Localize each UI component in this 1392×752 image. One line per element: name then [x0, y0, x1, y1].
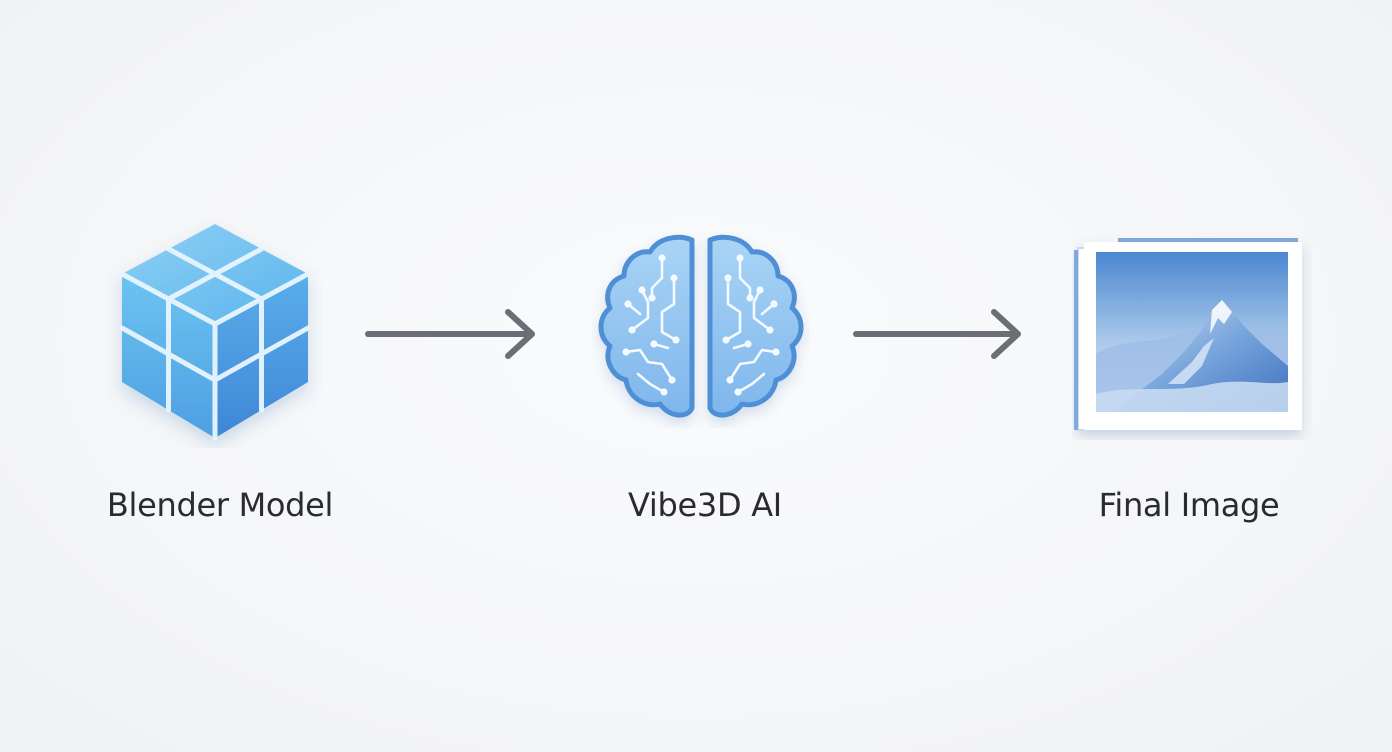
- photo-icon: [1074, 238, 1302, 431]
- arrow-right-icon: [853, 309, 1021, 359]
- brain-icon: [598, 234, 804, 418]
- cube-icon: [119, 224, 311, 441]
- step-label: Final Image: [1098, 486, 1280, 524]
- step-label: Blender Model: [106, 486, 334, 524]
- arrow-right-icon: [365, 309, 535, 359]
- step-label: Vibe3D AI: [628, 486, 782, 524]
